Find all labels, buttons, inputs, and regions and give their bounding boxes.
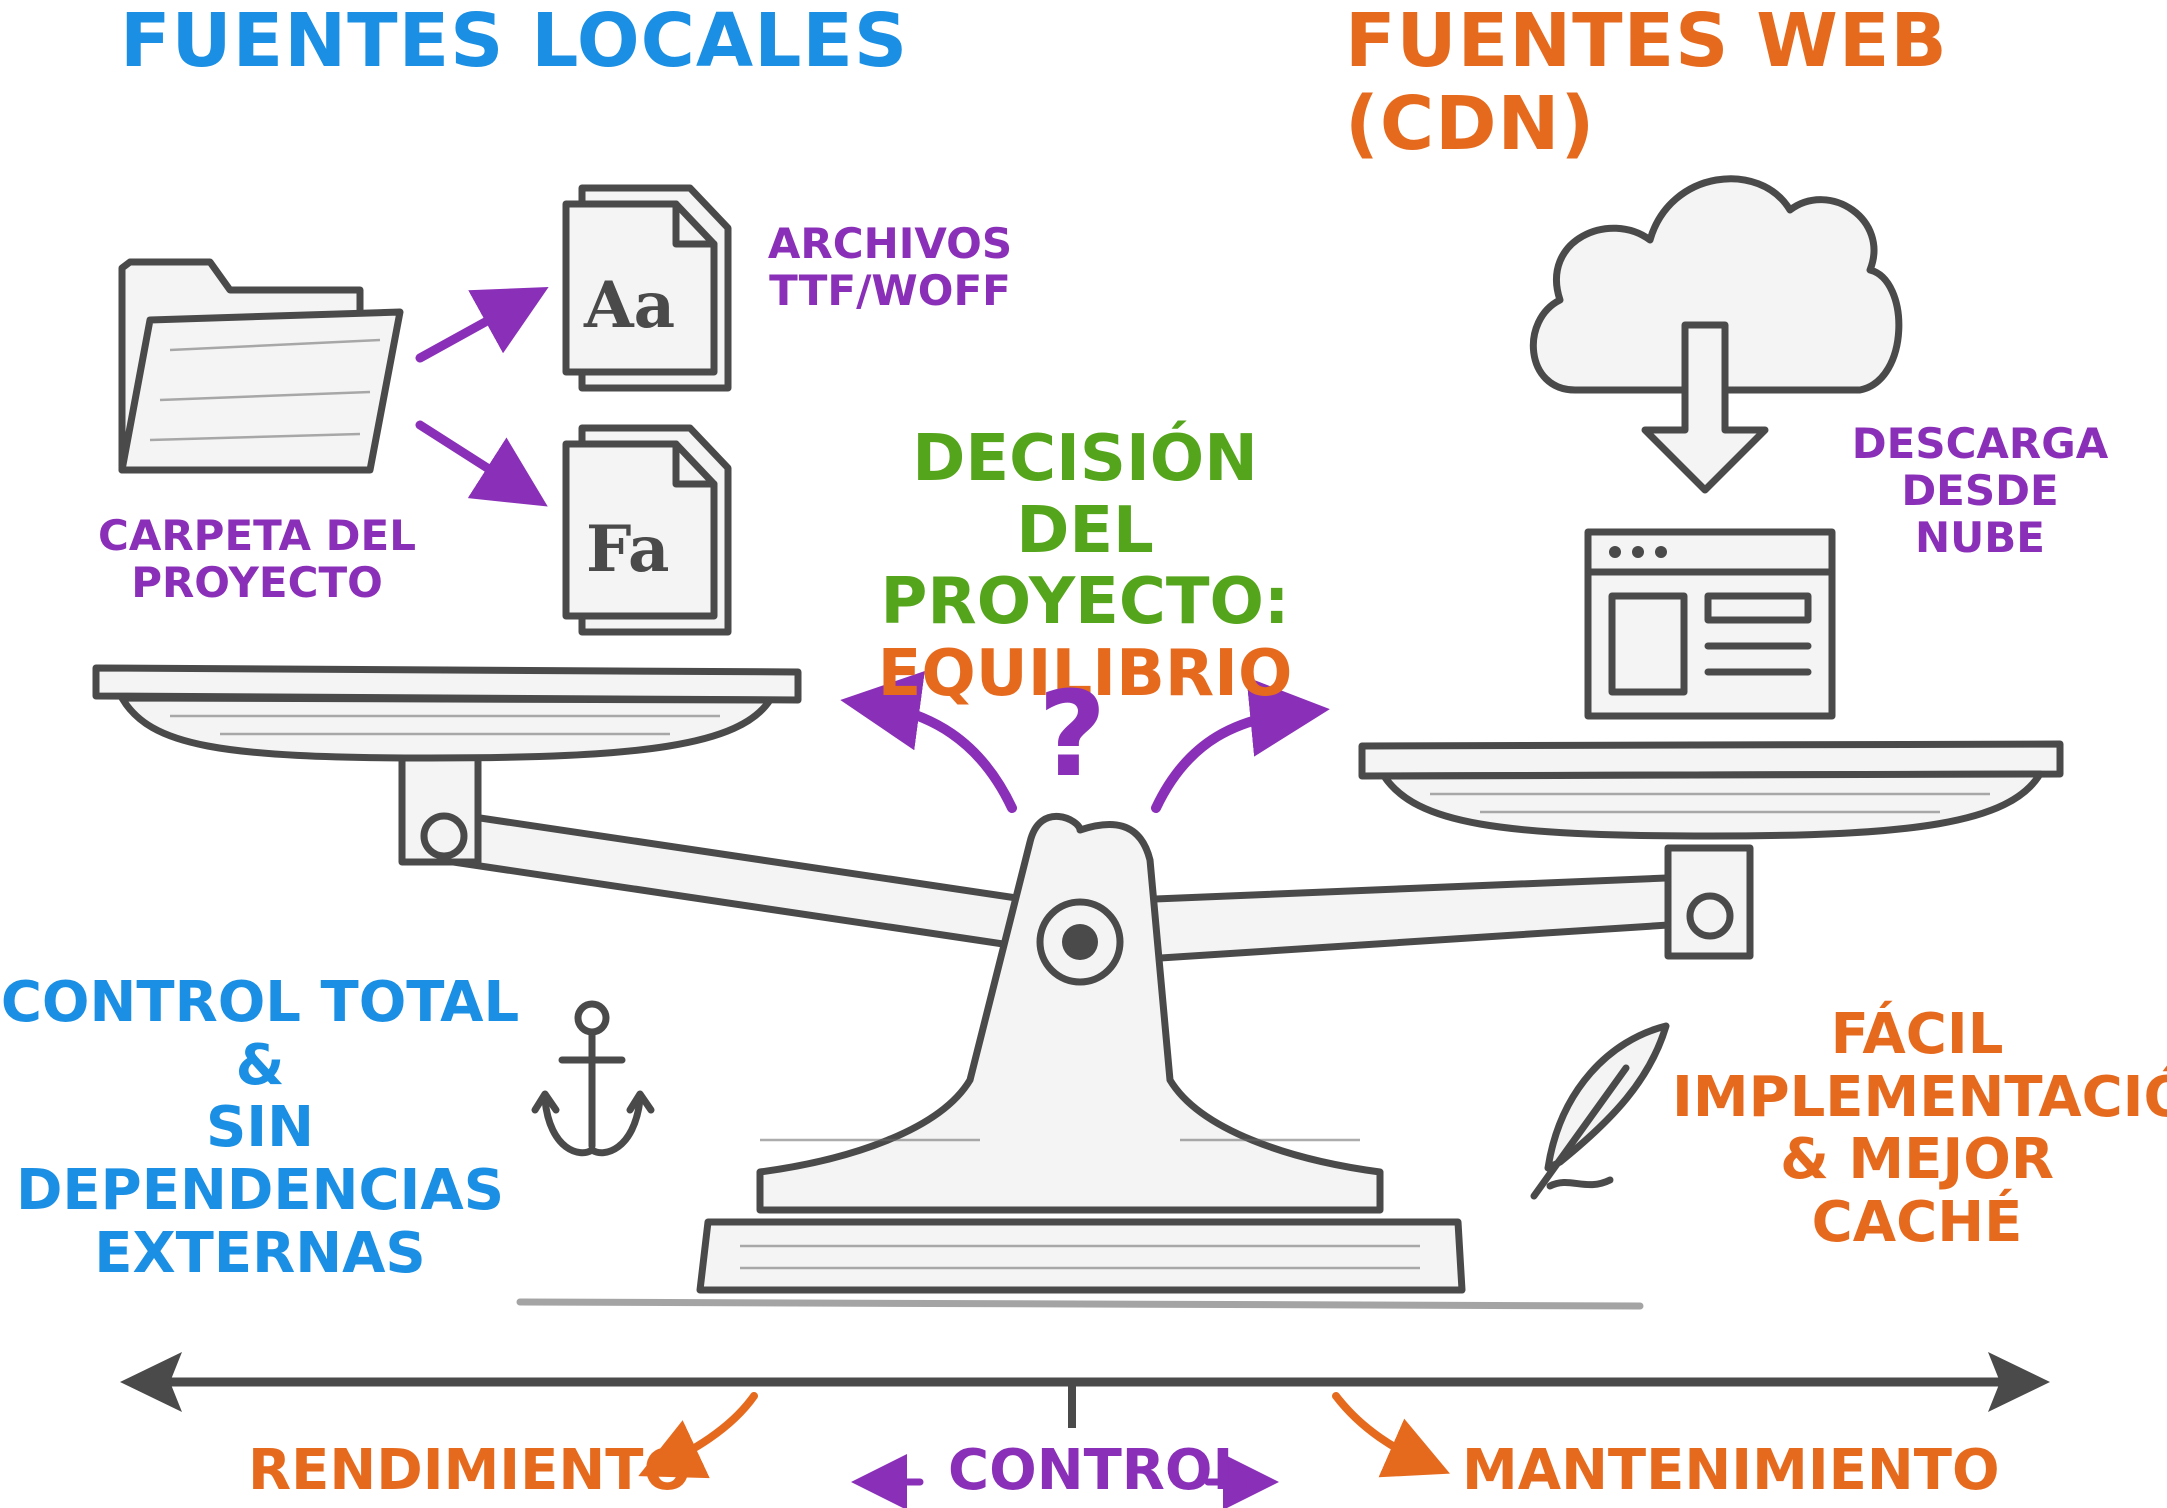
font-file-glyph-b: Fa — [586, 512, 670, 587]
local-benefit: CONTROL TOTAL & SIN DEPENDENCIAS EXTERNA… — [0, 970, 520, 1286]
balance-scale-icon — [92, 664, 2064, 1310]
arrow-to-rendimiento — [638, 1392, 758, 1479]
font-file-icon — [562, 184, 732, 392]
bottom-axis — [120, 1352, 2050, 1428]
axis-label-rendimiento: RENDIMIENTO — [248, 1438, 692, 1503]
arrow-folder-to-file-b — [415, 420, 548, 507]
arrow-decision-left — [840, 670, 1017, 813]
decision-line2: PROYECTO: — [880, 565, 1290, 640]
title-local-fonts: FUENTES LOCALES — [120, 0, 909, 84]
files-label: ARCHIVOS TTF/WOFF — [767, 219, 1013, 316]
anchor-icon — [531, 1000, 655, 1157]
folder-icon — [118, 258, 404, 474]
decision-block: DECISIÓN DEL PROYECTO: EQUILIBRIO — [850, 422, 1320, 712]
decision-line3: EQUILIBRIO — [877, 637, 1293, 712]
arrow-to-mantenimiento — [1332, 1392, 1450, 1478]
decision-line1: DECISIÓN DEL — [912, 422, 1258, 568]
browser-window-icon — [1584, 528, 1836, 720]
font-file-glyph-a: Aa — [584, 268, 676, 343]
web-benefit: FÁCIL IMPLEMENTACIÓN & MEJOR CACHÉ — [1672, 1002, 2167, 1256]
cloud-download-icon — [1529, 175, 1903, 494]
axis-label-control: CONTROL — [948, 1438, 1249, 1503]
axis-label-mantenimiento: MANTENIMIENTO — [1462, 1438, 2000, 1503]
question-icon: ? — [1038, 665, 1107, 803]
folder-label: CARPETA DEL PROYECTO — [98, 511, 416, 608]
font-file-icon — [562, 424, 732, 636]
title-web-fonts: FUENTES WEB (CDN) — [1345, 0, 1948, 167]
download-label: DESCARGA DESDE NUBE — [1851, 419, 2109, 563]
arrow-folder-to-file-a — [415, 286, 549, 363]
quill-icon — [1530, 1022, 1670, 1200]
arrow-decision-right — [1151, 677, 1330, 813]
